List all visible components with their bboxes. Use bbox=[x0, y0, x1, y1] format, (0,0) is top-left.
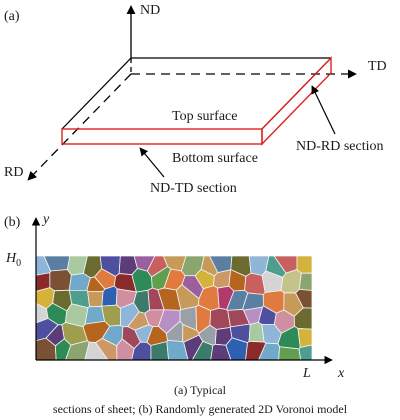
nd-td-section-outline bbox=[61, 128, 263, 145]
voronoi-grain bbox=[209, 307, 231, 330]
box-top-back-edges bbox=[61, 57, 331, 130]
voronoi-grain bbox=[295, 288, 312, 309]
caption: (a) Typical sections of sheet; (b) Rando… bbox=[53, 383, 348, 416]
voronoi-cells bbox=[36, 256, 312, 360]
nd-td-section-label: ND-TD section bbox=[150, 181, 237, 196]
td-label: TD bbox=[368, 59, 387, 74]
panel-a-label: (a) bbox=[4, 9, 20, 24]
y-axis-label: y bbox=[41, 212, 50, 227]
caption-line-1: (a) Typical bbox=[174, 383, 227, 397]
l-label: L bbox=[302, 366, 311, 381]
nd-rd-section-label: ND-RD section bbox=[296, 139, 384, 154]
voronoi-grain bbox=[49, 269, 72, 292]
voronoi-grain bbox=[297, 328, 312, 348]
voronoi-grain bbox=[278, 346, 302, 360]
panel-b-label: (b) bbox=[4, 215, 21, 230]
nd-rd-callout-arrow bbox=[311, 85, 336, 135]
voronoi-grain bbox=[296, 256, 312, 274]
h0-label: H0 bbox=[5, 251, 21, 269]
rd-label: RD bbox=[4, 165, 23, 180]
top-surface-label: Top surface bbox=[172, 109, 238, 124]
h0-subscript: 0 bbox=[16, 258, 21, 269]
panel-a: (a) ND TD RD Top surface Bottom surface … bbox=[4, 3, 387, 196]
caption-line-2: sections of sheet; (b) Randomly generate… bbox=[53, 402, 348, 416]
nd-td-callout-arrow bbox=[139, 147, 165, 178]
h0-base: H bbox=[5, 251, 17, 266]
nd-label: ND bbox=[140, 3, 160, 18]
bottom-surface-label: Bottom surface bbox=[172, 151, 258, 166]
voronoi-grain bbox=[298, 344, 312, 360]
rd-axis-dashed bbox=[27, 73, 132, 181]
x-axis-label: x bbox=[337, 366, 345, 381]
nd-rd-section-outline bbox=[261, 56, 332, 146]
panel-b: (b) y x H0 L bbox=[4, 212, 345, 381]
voronoi-grain bbox=[298, 272, 312, 291]
voronoi-field bbox=[36, 256, 312, 360]
voronoi-grain bbox=[87, 290, 104, 307]
